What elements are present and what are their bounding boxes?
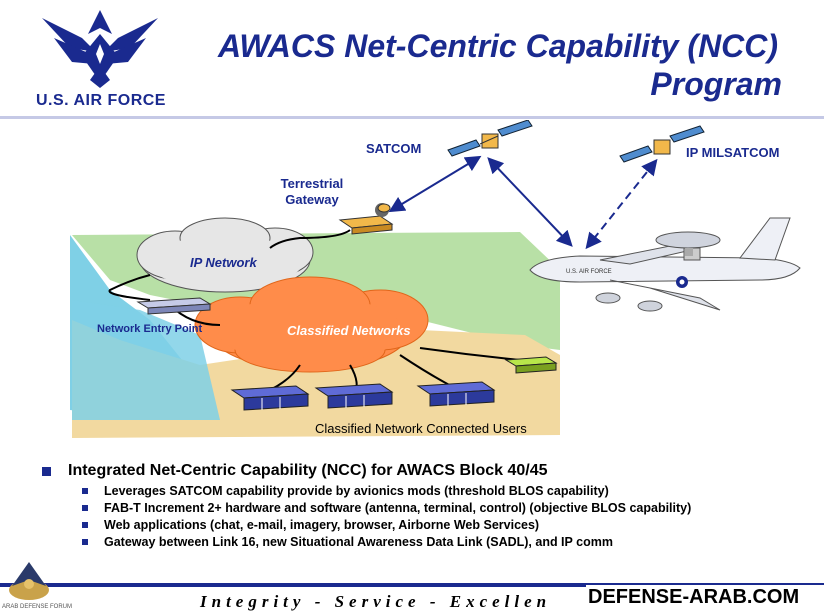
- usaf-logo: [42, 10, 158, 88]
- forum-text: ARAB DEFENSE FORUM: [2, 604, 73, 610]
- main-bullet: Integrated Net-Centric Capability (NCC) …: [42, 462, 812, 480]
- terrestrial-gateway-label: Terrestrial Gateway: [280, 176, 344, 207]
- sub-bullet-marker: [82, 522, 88, 528]
- satcom-label: SATCOM: [366, 141, 421, 156]
- ip-network-cloud: [136, 217, 314, 293]
- aircraft-marking: U.S. AIR FORCE: [566, 269, 612, 275]
- network-diagram: U.S. AIR FORCE SATCOM IP MILSATCOM IP Ne…: [70, 120, 801, 438]
- network-entry-device: [136, 297, 212, 315]
- sub-bullet-marker: [82, 505, 88, 511]
- sub-bullet: Web applications (chat, e-mail, imagery,…: [42, 518, 812, 532]
- bullet-list: Integrated Net-Centric Capability (NCC) …: [42, 462, 812, 552]
- sub-bullet-text: Gateway between Link 16, new Situational…: [104, 535, 613, 549]
- forum-logo-icon: [9, 562, 49, 600]
- user-terminal-group: [230, 356, 558, 411]
- sub-bullet: Gateway between Link 16, new Situational…: [42, 535, 812, 549]
- bullet-marker: [42, 467, 51, 476]
- awacs-aircraft: U.S. AIR FORCE: [529, 217, 801, 312]
- ip-network-label: IP Network: [190, 255, 257, 270]
- sub-bullet-text: Web applications (chat, e-mail, imagery,…: [104, 518, 540, 532]
- sub-bullet: Leverages SATCOM capability provide by a…: [42, 484, 812, 498]
- sub-bullet: FAB-T Increment 2+ hardware and software…: [42, 501, 812, 515]
- network-entry-point-label: Network Entry Point: [97, 323, 202, 335]
- ip-milsatcom-label: IP MILSATCOM: [686, 145, 779, 160]
- watermark-background: [586, 585, 824, 612]
- satcom-aircraft-link: [487, 157, 573, 247]
- logo-text: U.S. AIR FORCE: [36, 92, 166, 109]
- footer-motto: Integrity - Service - Excellen: [200, 592, 552, 611]
- page-title: AWACS Net-Centric Capability (NCC): [218, 28, 779, 64]
- watermark-text: DEFENSE-ARAB.COM: [588, 586, 800, 608]
- sub-bullet-text: Leverages SATCOM capability provide by a…: [104, 484, 609, 498]
- classified-users-label: Classified Network Connected Users: [315, 421, 527, 436]
- header-divider: [0, 116, 824, 119]
- sub-bullet-marker: [82, 488, 88, 494]
- satcom-satellite: [447, 120, 533, 157]
- main-bullet-text: Integrated Net-Centric Capability (NCC) …: [68, 462, 548, 479]
- milsatcom-aircraft-link: [585, 158, 658, 250]
- classified-networks-cloud: [194, 276, 429, 373]
- milsatcom-satellite: [619, 125, 705, 163]
- footer-divider: [0, 583, 824, 587]
- page-title-line2: Program: [650, 66, 782, 102]
- classified-networks-label: Classified Networks: [287, 323, 411, 338]
- sub-bullet-text: FAB-T Increment 2+ hardware and software…: [104, 501, 692, 515]
- satcom-gateway-link: [388, 155, 482, 213]
- sub-bullet-marker: [82, 539, 88, 545]
